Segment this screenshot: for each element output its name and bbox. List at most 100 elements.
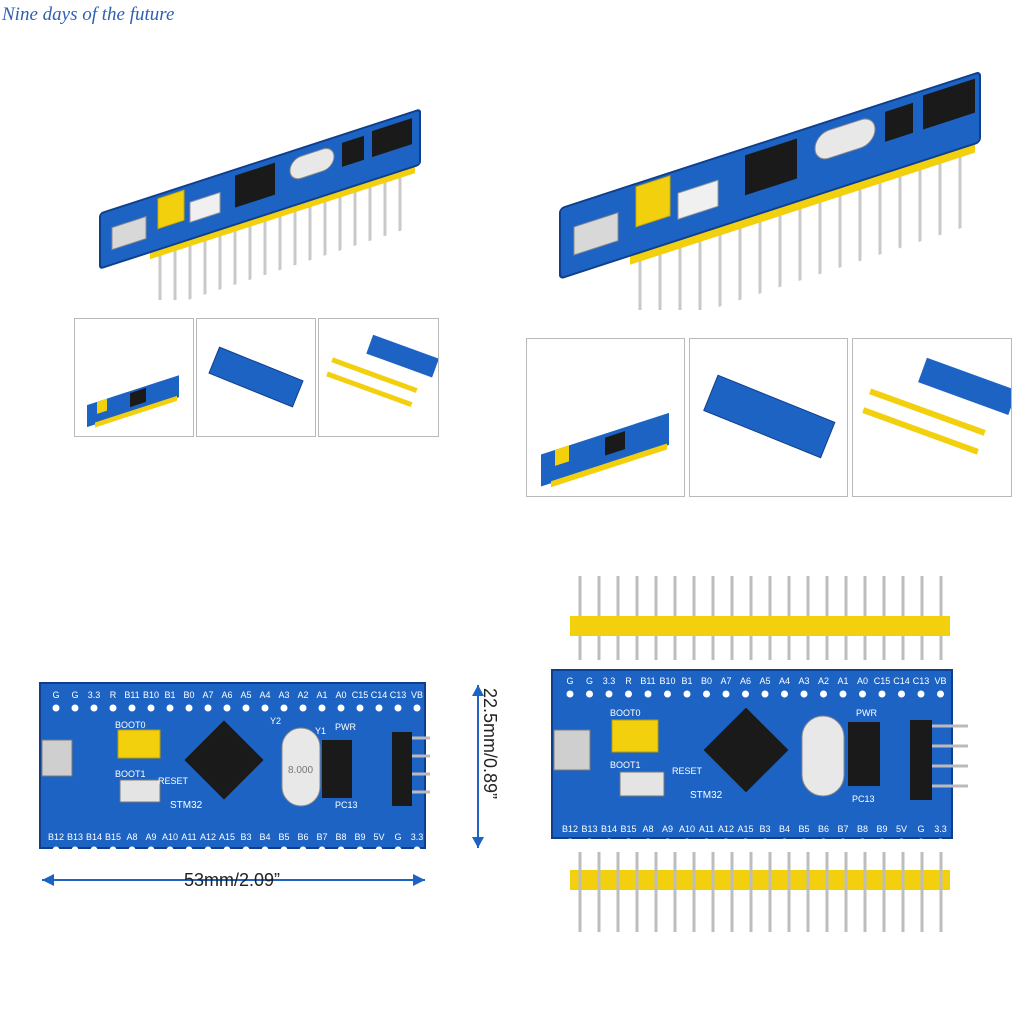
top-pin-label: A5 (759, 676, 770, 686)
top-pin-label: A5 (240, 690, 251, 700)
top-pin-label: B10 (143, 690, 159, 700)
thumbnail-5[interactable] (689, 338, 848, 497)
bottom-pin-label: 5V (373, 832, 384, 842)
bottom-pin-label: A9 (145, 832, 156, 842)
bottom-pin-label-hole (90, 846, 98, 854)
top-pin-label-hole (898, 690, 905, 698)
thumbnail-3[interactable] (318, 318, 439, 437)
top-pin-label: C15 (874, 676, 891, 686)
bottom-pin-label: A8 (126, 832, 137, 842)
bottom-pin-label-hole (261, 846, 269, 854)
top-pin-label: C15 (352, 690, 369, 700)
top-pin-label-hole (204, 704, 212, 712)
top-pin-label: B11 (640, 676, 655, 686)
top-pin-label-hole (644, 690, 652, 698)
bottom-pin-label-hole (413, 846, 421, 854)
bottom-pin-label-hole (52, 846, 60, 854)
bottom-pin-label-hole (185, 846, 193, 854)
bottom-pin-label-hole (800, 838, 808, 846)
top-pin-label: R (625, 676, 632, 686)
top-pin-label-hole (128, 704, 136, 712)
bottom-pin-label: B9 (876, 824, 887, 834)
top-pin-label-hole (839, 690, 847, 698)
top-pin-label: A1 (837, 676, 848, 686)
top-pin-label-hole (52, 704, 60, 712)
thumb-board-with-headers (326, 334, 438, 407)
top-pin-label-hole (683, 690, 691, 698)
top-pin-label-hole (413, 704, 421, 712)
top-pin-label: B1 (164, 690, 175, 700)
bottom-pin-label: B13 (67, 832, 83, 842)
reset-label-right: RESET (672, 766, 703, 776)
bottom-pin-label-hole (625, 838, 632, 846)
top-pin-label-hole (337, 704, 345, 712)
bottom-pin-label: A11 (699, 824, 714, 834)
top-pin-label: A0 (335, 690, 346, 700)
top-pin-label-hole (859, 690, 866, 698)
top-pin-label-hole (703, 690, 710, 698)
top-pin-label: G (586, 676, 593, 686)
bottom-pin-label: A12 (718, 824, 734, 834)
bottom-pin-label-hole (375, 846, 383, 854)
bottom-pin-label-hole (242, 846, 250, 854)
bottom-pin-label-hole (147, 846, 155, 854)
bottom-pin-label-hole (337, 846, 345, 854)
bottom-pin-label: B12 (48, 832, 64, 842)
product-photo-angled-right (540, 40, 1000, 333)
bottom-pin-label: B7 (837, 824, 848, 834)
top-pin-label: C14 (893, 676, 910, 686)
bottom-pin-label-hole (878, 838, 886, 846)
top-pin-label-hole (261, 704, 269, 712)
bottom-pin-label: B6 (818, 824, 829, 834)
top-pin-label-hole (664, 690, 671, 698)
top-pin-label: B0 (183, 690, 194, 700)
top-pin-label-hole (394, 704, 402, 712)
top-pin-label-hole (223, 704, 231, 712)
bottom-pin-label: A10 (162, 832, 178, 842)
product-photo-angled-left (80, 90, 440, 310)
bottom-pin-label-hole (820, 838, 827, 846)
top-pin-label: G (52, 690, 59, 700)
bottom-pin-label-hole (839, 838, 847, 846)
bottom-pin-label: 5V (896, 824, 907, 834)
top-pin-label-hole (318, 704, 326, 712)
bottom-pin-label-hole (898, 838, 905, 846)
bottom-pin-label-hole (394, 846, 402, 854)
bottom-pin-label-hole (356, 846, 364, 854)
bottom-pin-label-hole (71, 846, 79, 854)
thumbnail-1[interactable] (74, 318, 194, 437)
top-pin-label-hole (242, 704, 250, 712)
bottom-pin-label: A11 (181, 832, 196, 842)
y1-label: Y1 (315, 726, 326, 736)
bottom-pin-label: B13 (581, 824, 597, 834)
top-pin-label: A4 (779, 676, 790, 686)
bottom-pin-label: B3 (240, 832, 251, 842)
thumb-board-back (208, 346, 304, 408)
top-pin-label: A4 (259, 690, 270, 700)
thumbnail-2[interactable] (196, 318, 316, 437)
bottom-pin-label: B14 (601, 824, 617, 834)
thumbnail-6[interactable] (852, 338, 1012, 497)
thumbnail-4[interactable] (526, 338, 685, 497)
boot1-label-right: BOOT1 (610, 760, 641, 770)
bottom-pin-label-hole (280, 846, 288, 854)
top-pin-label: 3.3 (88, 690, 101, 700)
pc13-label: PC13 (335, 800, 358, 810)
bottom-pin-label-hole (605, 838, 613, 846)
top-pin-label-hole (71, 704, 79, 712)
top-pin-label: 3.3 (603, 676, 616, 686)
bottom-pin-label-hole (586, 838, 593, 846)
top-pin-label: A3 (798, 676, 809, 686)
top-pin-label-hole (90, 704, 98, 712)
top-pin-label: A0 (857, 676, 868, 686)
height-dimension-label: 22.5mm/0.89” (480, 688, 500, 800)
top-pin-label-hole (299, 704, 307, 712)
bottom-pin-label-hole (703, 838, 710, 846)
top-pin-label-hole (878, 690, 886, 698)
bottom-pin-label-hole (761, 838, 769, 846)
top-pin-label: A6 (740, 676, 751, 686)
top-pin-label-hole (280, 704, 288, 712)
